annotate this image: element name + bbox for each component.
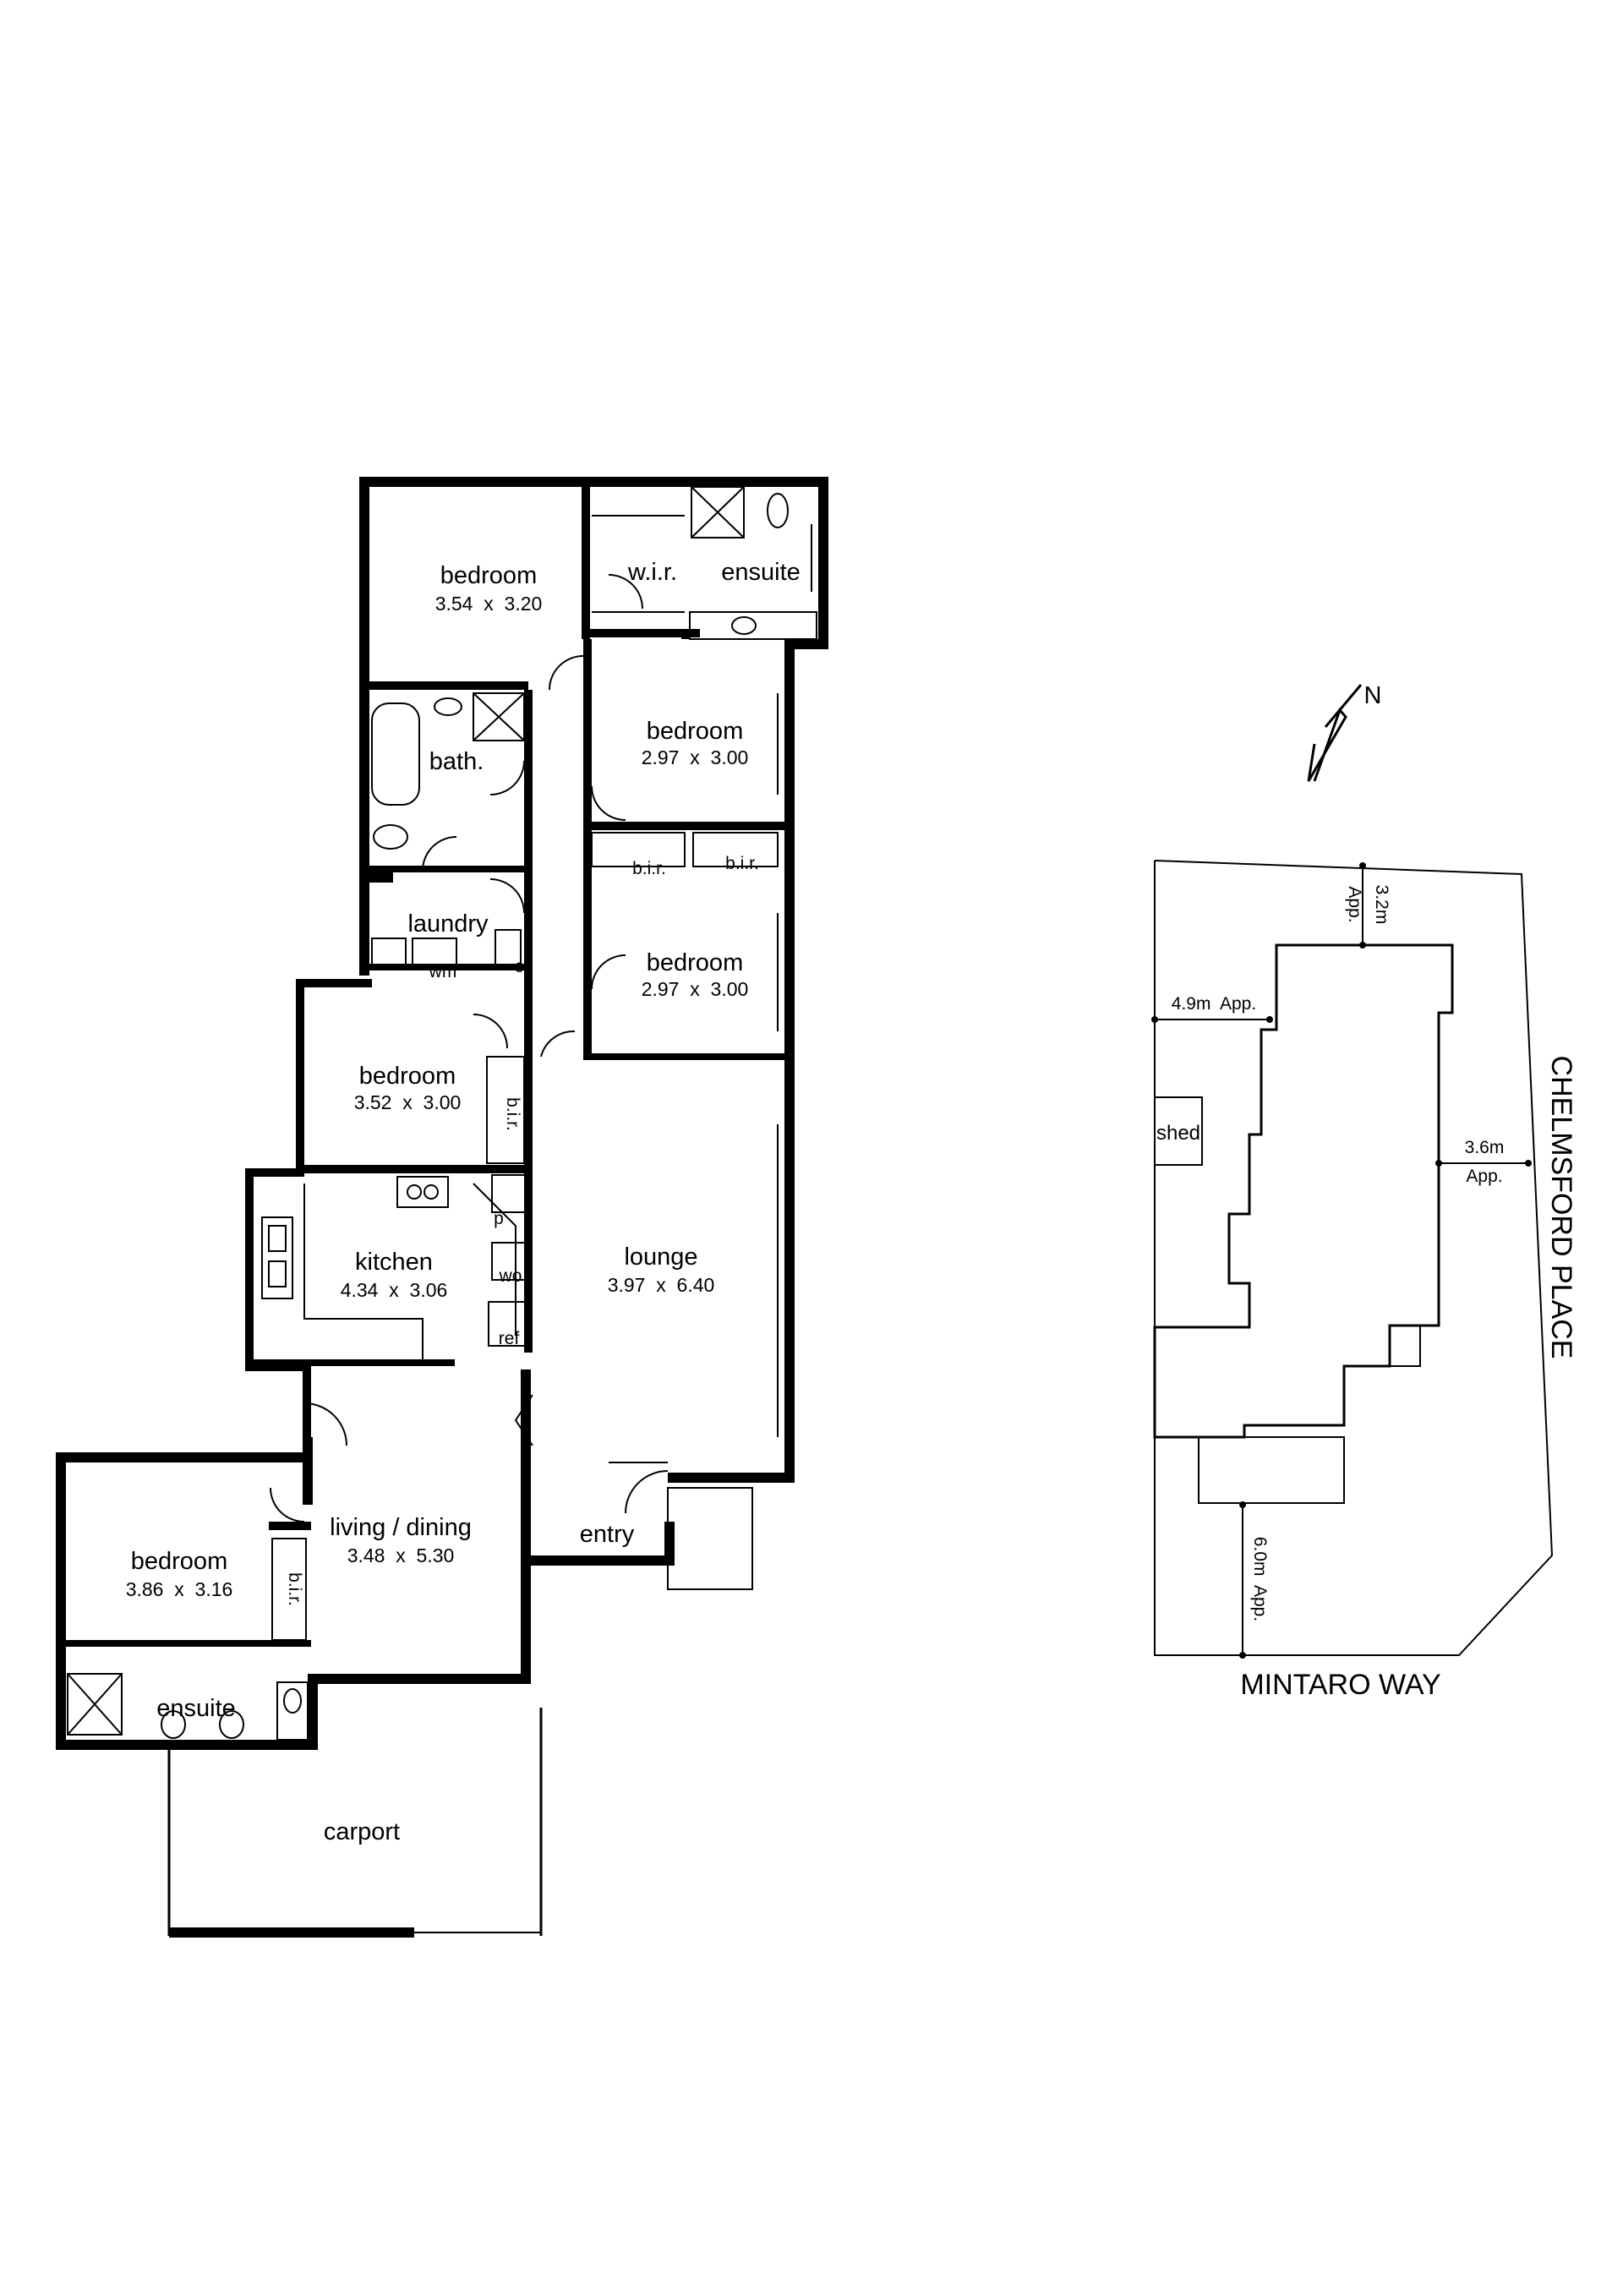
- room-name-bir-3: b.i.r.: [503, 1097, 522, 1131]
- room-name-c: c: [515, 957, 524, 976]
- room-name-bath: bath.: [429, 748, 484, 775]
- site-shed: [1154, 1096, 1203, 1166]
- room-name-bir-4: b.i.r.: [285, 1572, 304, 1606]
- room-name-lounge: lounge: [624, 1244, 697, 1271]
- room-name-bir-2: b.i.r.: [725, 854, 759, 873]
- site-shed-label: shed: [1156, 1122, 1200, 1145]
- room-name-wo: wo: [499, 1266, 522, 1286]
- room-name-bedroom-top: bedroom: [440, 562, 537, 589]
- site-house-footprint: [1153, 943, 1454, 1439]
- room-size-lounge: 3.97 x 6.40: [608, 1274, 715, 1296]
- room-size-bedroom-5: 3.86 x 3.16: [126, 1578, 233, 1600]
- north-arrow-icon: [1307, 708, 1347, 782]
- room-size-bedroom-top: 3.54 x 3.20: [435, 593, 543, 615]
- room-name-bedroom-2: bedroom: [647, 718, 743, 745]
- room-name-p: p: [494, 1209, 504, 1228]
- room-name-laundry: laundry: [407, 910, 489, 938]
- interior-walls: [66, 487, 784, 1647]
- room-labels: bedroom 3.54 x 3.20 w.i.r. ensuite bedro…: [126, 559, 801, 1845]
- room-name-ensuite-bottom: ensuite: [156, 1695, 236, 1722]
- street-chelmsford-place: CHELMSFORD PLACE: [1545, 1056, 1577, 1359]
- room-name-wm: wm: [429, 962, 457, 981]
- room-name-kitchen: kitchen: [355, 1249, 433, 1276]
- room-name-ensuite-top: ensuite: [721, 559, 801, 586]
- setback-bottom: 6.0m App.: [1250, 1537, 1270, 1621]
- room-name-entry: entry: [580, 1521, 635, 1548]
- site-plan: shed 3.2m App. 4.9m App. 3.6m App. 6.0m …: [1151, 860, 1577, 1701]
- room-size-bedroom-2: 2.97 x 3.00: [642, 746, 749, 768]
- room-name-wir: w.i.r.: [627, 559, 677, 586]
- setback-top-value: 3.2m: [1372, 885, 1391, 925]
- setback-right-value: 3.6m: [1465, 1138, 1505, 1157]
- fixture-lines: [67, 481, 817, 1938]
- setback-top-app: App.: [1345, 886, 1364, 922]
- room-size-living-dining: 3.48 x 5.30: [347, 1544, 455, 1566]
- site-boundary: [1154, 860, 1554, 1656]
- setback-left: 4.9m App.: [1172, 994, 1256, 1014]
- room-size-bedroom-3: 2.97 x 3.00: [642, 978, 749, 1000]
- street-mintaro-way: MINTARO WAY: [1240, 1669, 1440, 1701]
- room-size-bedroom-4: 3.52 x 3.00: [354, 1091, 462, 1113]
- room-name-bedroom-3: bedroom: [647, 949, 743, 976]
- room-name-bir-1: b.i.r.: [632, 859, 666, 878]
- room-name-ref: ref: [499, 1329, 520, 1348]
- north-arrow: N: [1307, 682, 1382, 782]
- room-name-bedroom-5: bedroom: [131, 1548, 227, 1575]
- room-name-bedroom-4: bedroom: [359, 1063, 456, 1090]
- room-name-carport: carport: [324, 1818, 400, 1845]
- setback-right-app: App.: [1466, 1167, 1502, 1186]
- room-size-kitchen: 4.34 x 3.06: [341, 1279, 448, 1301]
- room-name-living-dining: living / dining: [330, 1514, 472, 1541]
- north-label: N: [1364, 682, 1382, 709]
